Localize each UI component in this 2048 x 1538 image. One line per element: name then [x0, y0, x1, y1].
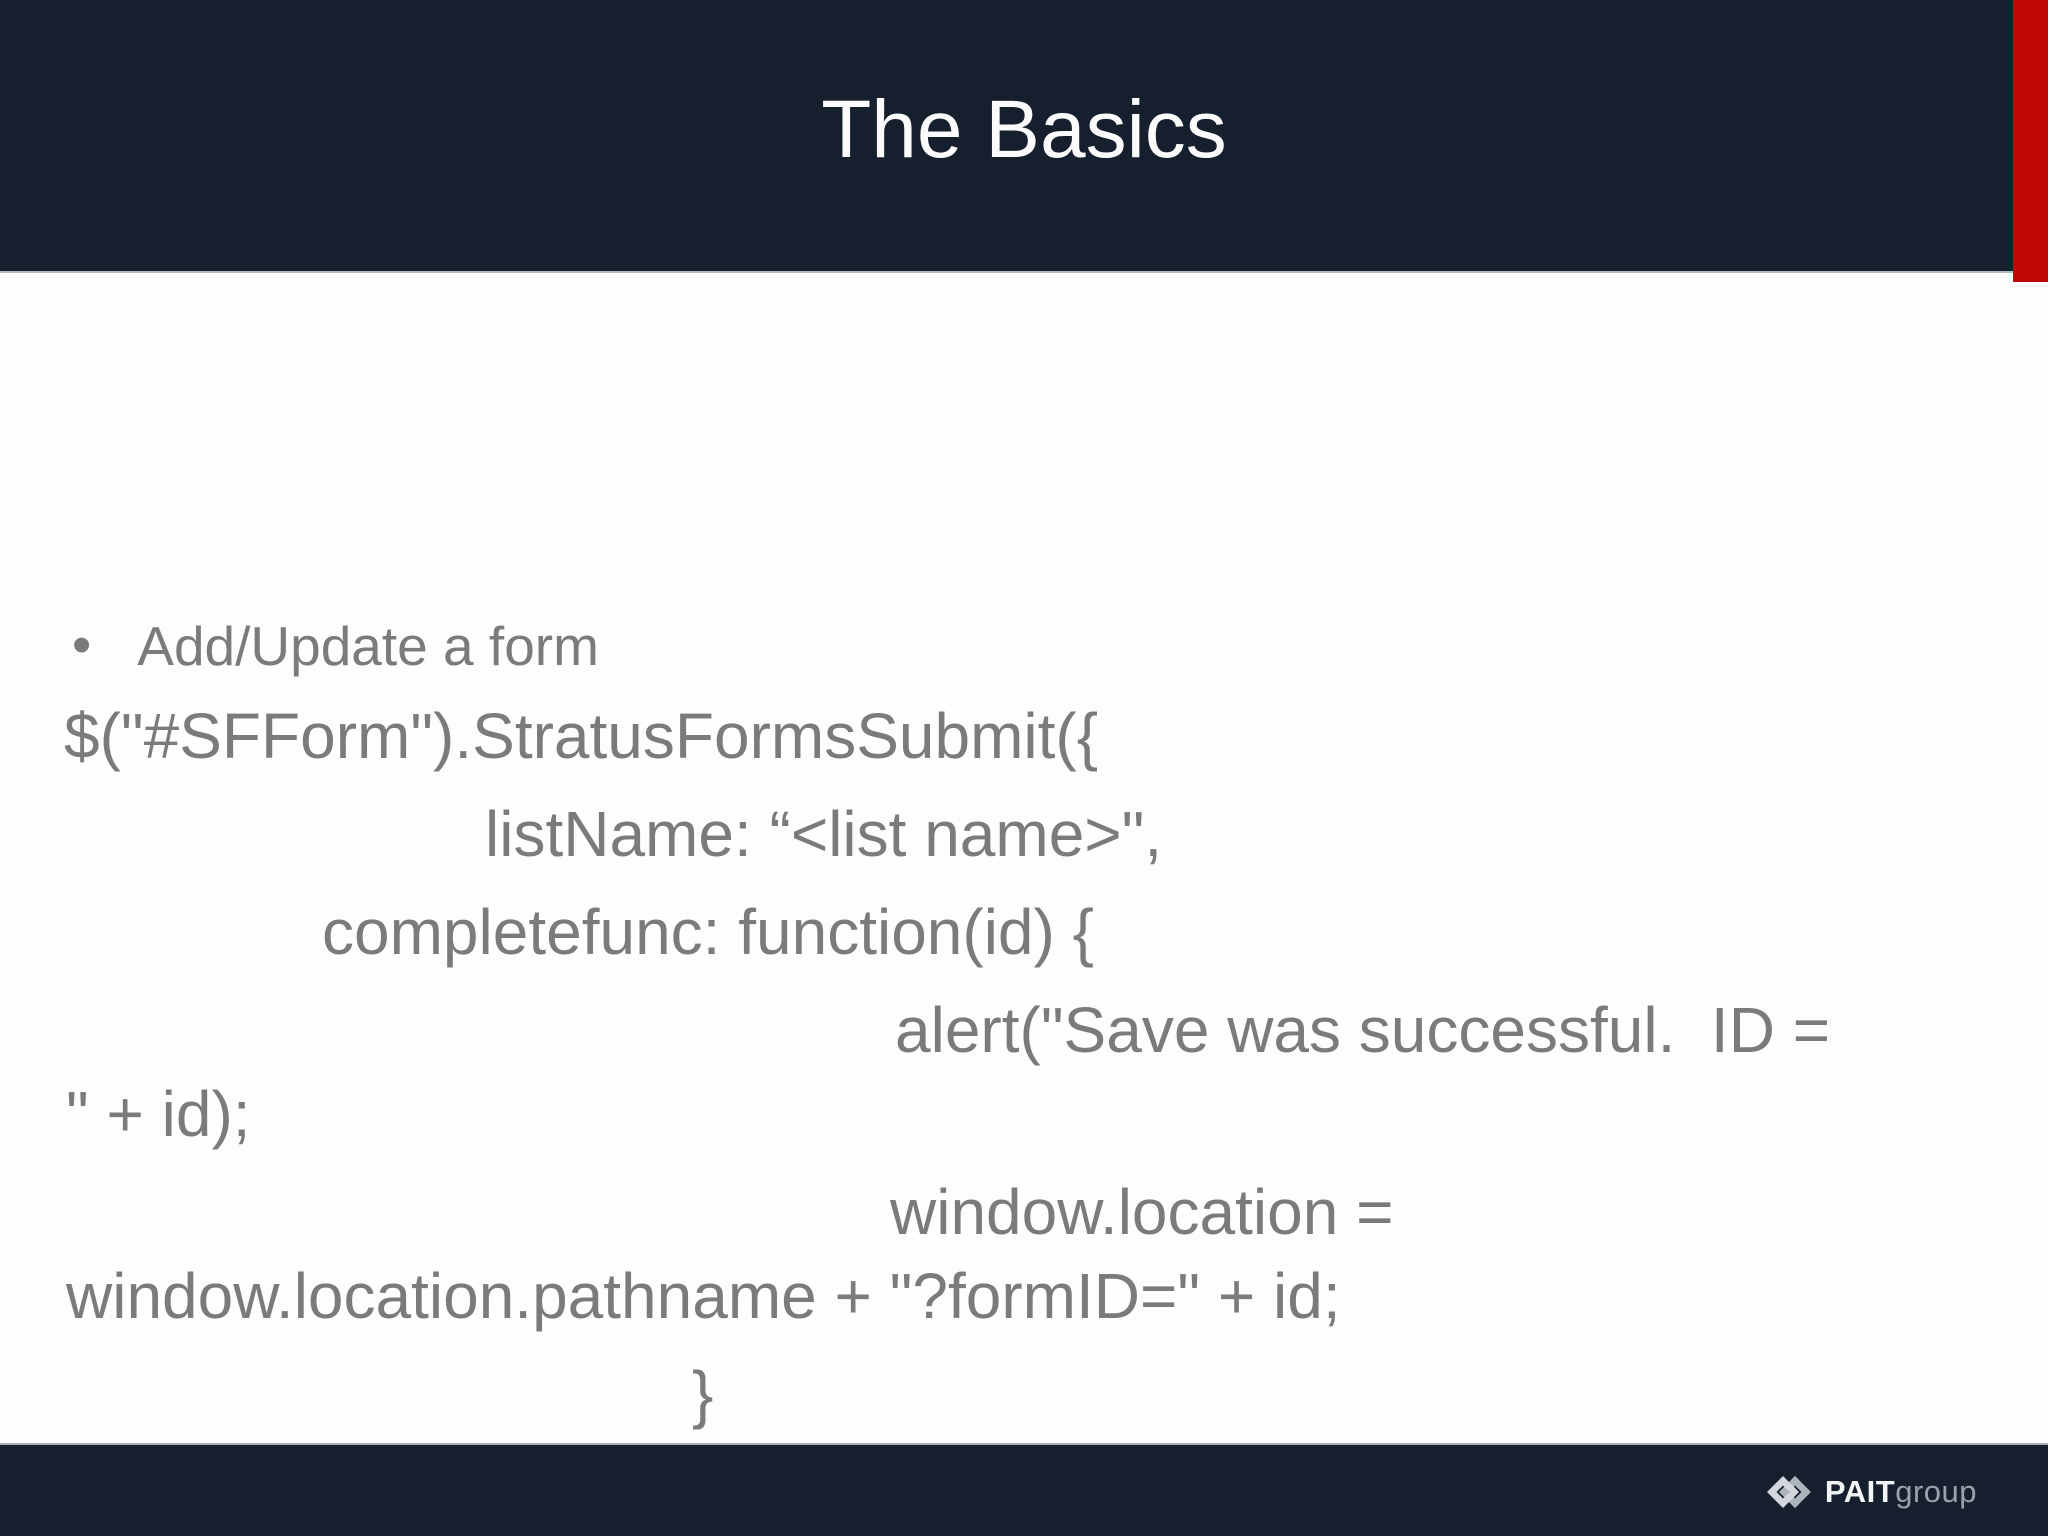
footer-bar: PAITgroup: [0, 1443, 2048, 1536]
brand-name-light: group: [1895, 1474, 1977, 1509]
header-bar: The Basics: [0, 0, 2048, 273]
interlocked-diamonds-icon: [1766, 1475, 1811, 1508]
slide-title: The Basics: [821, 84, 1227, 175]
accent-stripe: [2013, 0, 2048, 282]
code-line: completefunc: function(id) {: [322, 896, 1094, 968]
bullet-dot-icon: •: [72, 613, 92, 675]
bullet-item: • Add/Update a form: [72, 613, 599, 677]
brand-logo: PAITgroup: [1763, 1445, 1977, 1538]
bullet-label: Add/Update a form: [137, 615, 599, 677]
code-line: " + id);: [66, 1078, 251, 1150]
code-line: window.location =: [890, 1176, 1394, 1248]
code-line: }: [692, 1358, 714, 1430]
code-line: alert("Save was successful. ID =: [895, 994, 1831, 1066]
code-line: $("#SFForm").StratusFormsSubmit({: [64, 700, 1099, 772]
code-line: listName: “<list name>",: [485, 798, 1163, 870]
brand-name-bold: PAIT: [1824, 1474, 1896, 1509]
code-line: window.location.pathname + "?formID=" + …: [66, 1260, 1341, 1332]
brand-name: PAITgroup: [1825, 1476, 1977, 1507]
slide-content: • Add/Update a form $("#SFForm").Stratus…: [0, 275, 2048, 1525]
